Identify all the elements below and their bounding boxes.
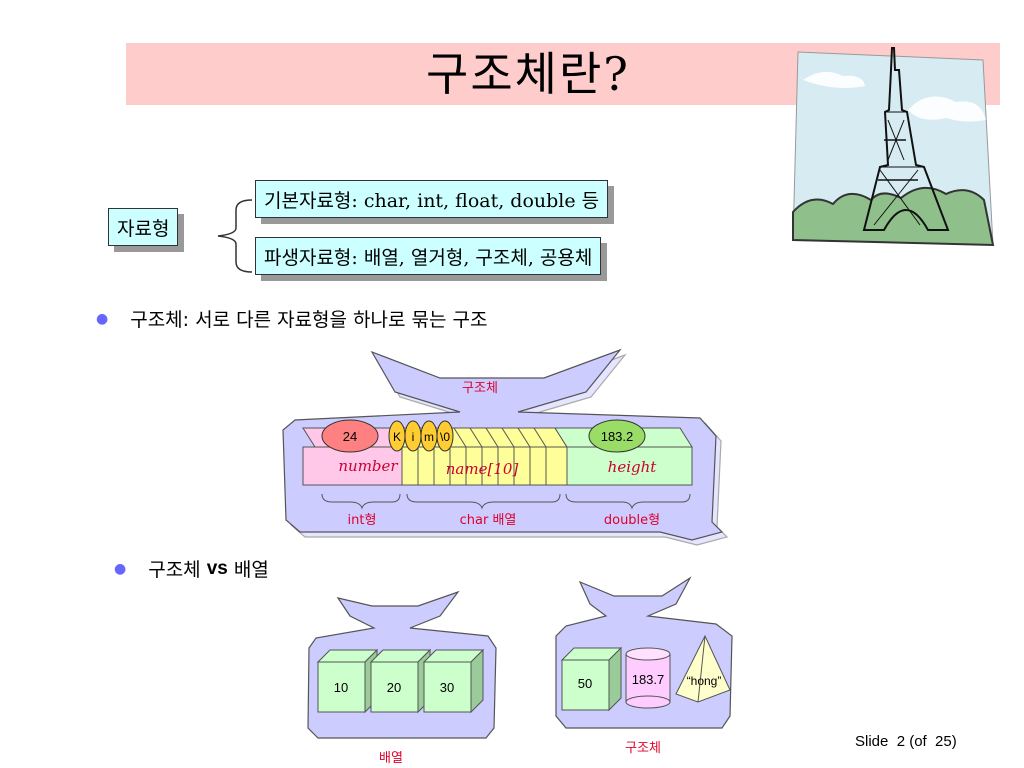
struct-bag-label-2: 구조체: [625, 741, 661, 756]
basic-type-box: 기본자료형: char, int, float, double 등: [255, 180, 609, 218]
height-value: 183.2: [601, 429, 634, 444]
char-value: K: [393, 430, 401, 444]
number-value: 24: [343, 429, 357, 444]
bullet-text: 구조체: 서로 다른 자료형을 하나로 묶는 구조: [130, 309, 488, 331]
bullet-text-c: 배열: [227, 559, 269, 581]
eiffel-tower-icon: [792, 47, 995, 247]
double-type-label: double형: [604, 513, 660, 528]
name-field: [401, 446, 568, 486]
struct-shapes: [560, 634, 731, 712]
bullet-struct-vs-array: ● 구조체 vs 배열: [114, 555, 269, 582]
bullet-text-a: 구조체: [148, 559, 207, 581]
struct-value: 50: [578, 676, 592, 691]
char-value: \0: [440, 430, 450, 444]
bullet-struct-definition: ● 구조체: 서로 다른 자료형을 하나로 묶는 구조: [96, 305, 488, 332]
data-type-box: 자료형: [108, 208, 179, 246]
slide-title: 구조체란?: [426, 47, 630, 101]
struct-bag-label: 구조체: [462, 381, 498, 396]
derived-type-label: 파생자료형: 배열, 열거형, 구조체, 공용체: [264, 246, 593, 269]
bullet-dot-icon: ●: [96, 310, 109, 327]
bullet-dot-icon: ●: [114, 560, 127, 577]
array-bag-label: 배열: [379, 751, 403, 766]
int-type-label: int형: [348, 513, 377, 528]
name-field-label: name[10]: [446, 460, 519, 478]
char-value: i: [412, 430, 415, 444]
array-cubes: [316, 648, 485, 714]
array-value: 10: [334, 680, 348, 695]
array-value: 20: [387, 680, 401, 695]
height-field-label: height: [608, 458, 658, 476]
array-value: 30: [440, 680, 454, 695]
number-field: [302, 446, 403, 486]
number-field-label: number: [338, 457, 398, 475]
slide-number: Slide 2 (of 25): [855, 733, 957, 750]
char-array-type-label: char 배열: [460, 513, 517, 528]
char-value: m: [424, 430, 434, 444]
struct-value: 183.7: [632, 672, 665, 687]
data-type-label: 자료형: [117, 217, 170, 240]
derived-type-box: 파생자료형: 배열, 열거형, 구조체, 공용체: [255, 237, 602, 275]
basic-type-label: 기본자료형: char, int, float, double 등: [264, 189, 600, 212]
bullet-text-vs: vs: [206, 557, 228, 579]
height-field: [566, 446, 693, 486]
struct-value: “hong”: [687, 674, 722, 688]
brace-icon: [217, 199, 253, 273]
